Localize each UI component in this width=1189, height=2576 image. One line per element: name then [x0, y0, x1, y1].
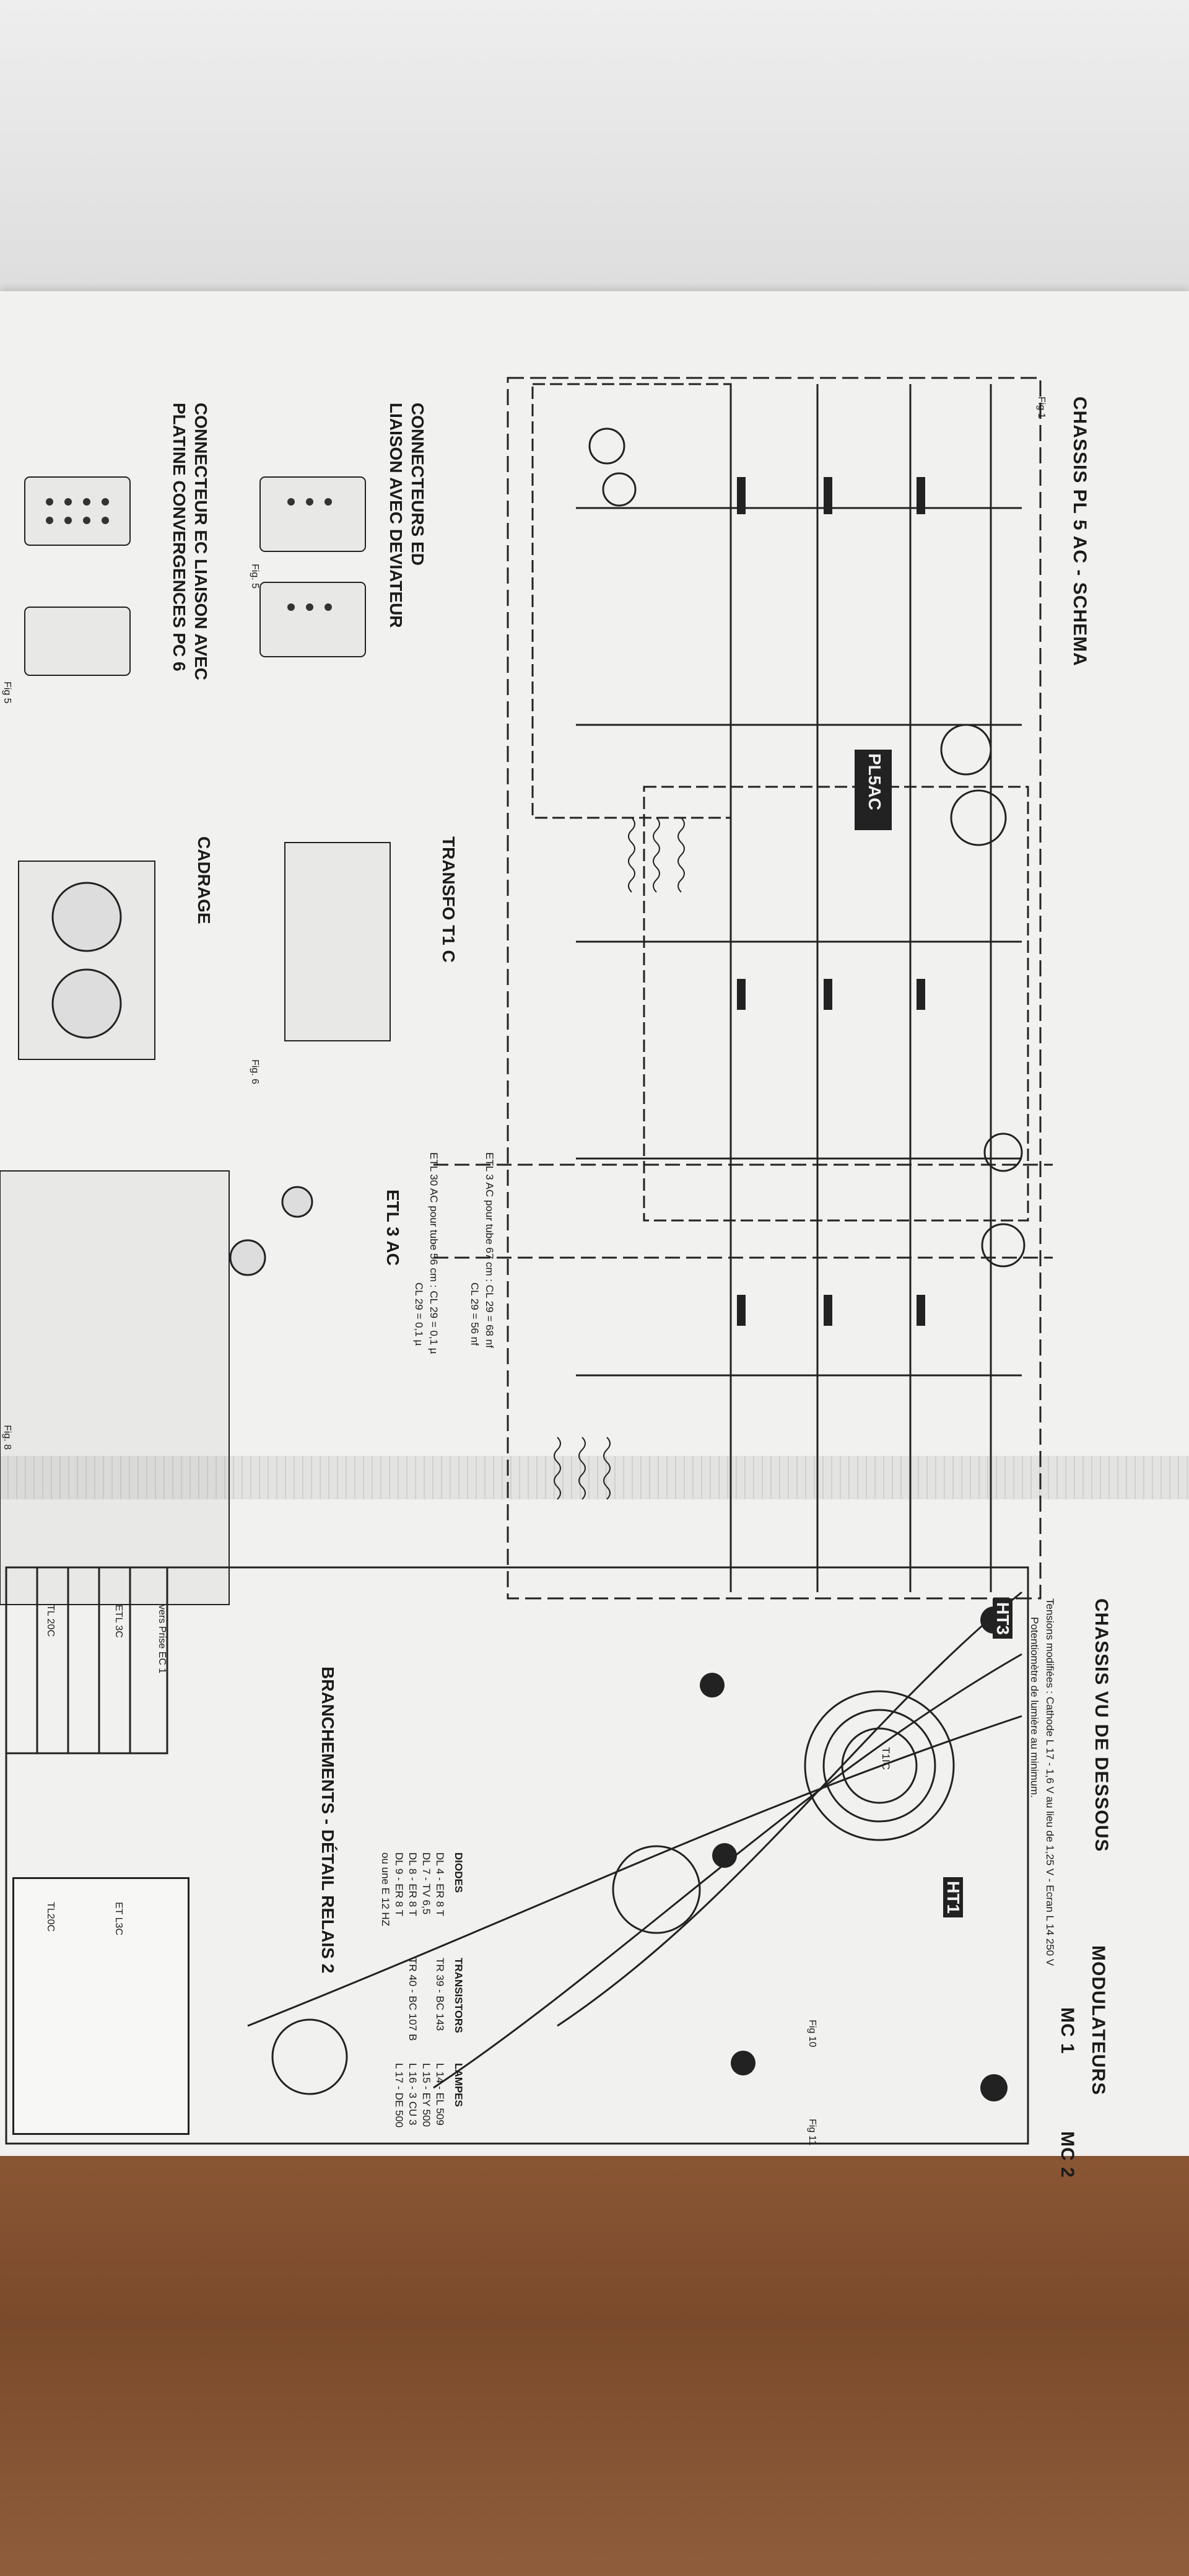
table-cell: L 15 - EY 500 [420, 2063, 432, 2127]
relay-label: TL20C [45, 1902, 56, 1932]
fig6-label: Fig. 6 [250, 1059, 260, 1085]
page-title-right: CHASSIS VU DE DESSOUS [1091, 1598, 1112, 1852]
etl-line-2: CL 29 = 56 nf [469, 1282, 481, 1346]
relay-label: ET L3C [113, 1902, 124, 1935]
table-cell: TR 39 - BC 143 [434, 1958, 446, 2031]
wooden-table [0, 2156, 1189, 2576]
page-title-left: CHASSIS PL 5 AC - SCHEMA [1069, 396, 1090, 667]
table-cell: DL 9 - ER 8 T [393, 1852, 405, 1916]
table-cell: DL 8 - ER 8 T [407, 1852, 419, 1916]
table-cell: DL 7 - TV 6,5 [420, 1852, 432, 1915]
modulateurs-heading: MODULATEURS [1088, 1945, 1108, 2096]
mc2-label: MC 2 [1057, 2131, 1078, 2178]
fig10-label: Fig 10 [807, 2020, 817, 2048]
etl-line-3: ETL 30 AC pour tube 56 cm : CL 29 = 0,1 … [428, 1152, 440, 1354]
table-cell: TR 40 - BC 107 B [407, 1958, 419, 2041]
tensions-note: Tensions modifiées : Cathode L 17 - 1,6 … [1044, 1598, 1056, 1966]
table-cell: L 14 - EL 509 [434, 2063, 446, 2126]
platine-convergences-heading: PLATINE CONVERGENCES PC 6 [170, 403, 189, 672]
chassis-frame [507, 377, 1042, 1600]
table-cell: L 16 - 3 CU 3 [407, 2063, 419, 2126]
relay-label: ETL 3C [113, 1605, 124, 1638]
table-header-diodes: DIODES [453, 1852, 464, 1893]
fig1-label: Fig 1 [1036, 396, 1047, 419]
liaison-deviateur-heading: LIAISON AVEC DEVIATEUR [386, 403, 406, 628]
fold-crease [0, 1456, 1189, 1499]
components-table-frame [12, 1877, 189, 2135]
ht3-label: HT3 [993, 1598, 1013, 1639]
fig5-label: Fig 5 [2, 681, 12, 704]
table-header-lampes: LAMPES [453, 2063, 464, 2107]
pl5ac-label: PL5AC [863, 750, 886, 814]
table-header-transistors: TRANSISTORS [453, 1958, 464, 2033]
cadrage-heading: CADRAGE [194, 836, 214, 924]
table-cell: DL 4 - ER 8 T [434, 1852, 446, 1916]
circuit-schematic [0, 377, 1053, 2145]
coil [804, 1690, 955, 1841]
table-cell: L 17 - DE 500 [393, 2063, 405, 2128]
relay-label: vers Prise EC 1 [157, 1605, 167, 1674]
relay-label: TL 20C [45, 1605, 56, 1637]
background-wall [0, 0, 1189, 322]
fig8-label: Fig. 8 [2, 1425, 12, 1450]
potentiometre-note: Potentiomètre de lumière au minimum. [1029, 1617, 1040, 1798]
connecteurs-ed-heading: CONNECTEURS ED [408, 403, 427, 566]
transfo-heading: TRANSFO T1 C [439, 836, 458, 963]
etl-line-1: ETL 3 AC pour tube 67 cm : CL 29 = 68 nf [484, 1152, 495, 1348]
table-cell: ou une E 12 HZ [380, 1852, 391, 1927]
etl-line-4: CL 29 = 0,1 µ [413, 1282, 425, 1346]
t1ic-label: T1IC [880, 1747, 892, 1770]
connecteur-ec-heading: CONNECTEUR EC LIAISON AVEC [191, 403, 211, 681]
mc1-label: MC 1 [1057, 2007, 1078, 2054]
etl3ac-heading: ETL 3 AC [383, 1189, 403, 1266]
fig5b-label: Fig. 5 [250, 564, 260, 589]
fig11-label: Fig 11 [807, 2119, 817, 2146]
branchements-heading: BRANCHEMENTS - DÉTAIL RELAIS 2 [318, 1667, 338, 1974]
underside-frame [5, 1566, 1029, 2145]
ht1-label: HT1 [943, 1877, 963, 1917]
schematic-sheet: CHASSIS PL 5 AC - SCHEMA Fig 1 CONNECTEU… [0, 291, 1189, 2178]
